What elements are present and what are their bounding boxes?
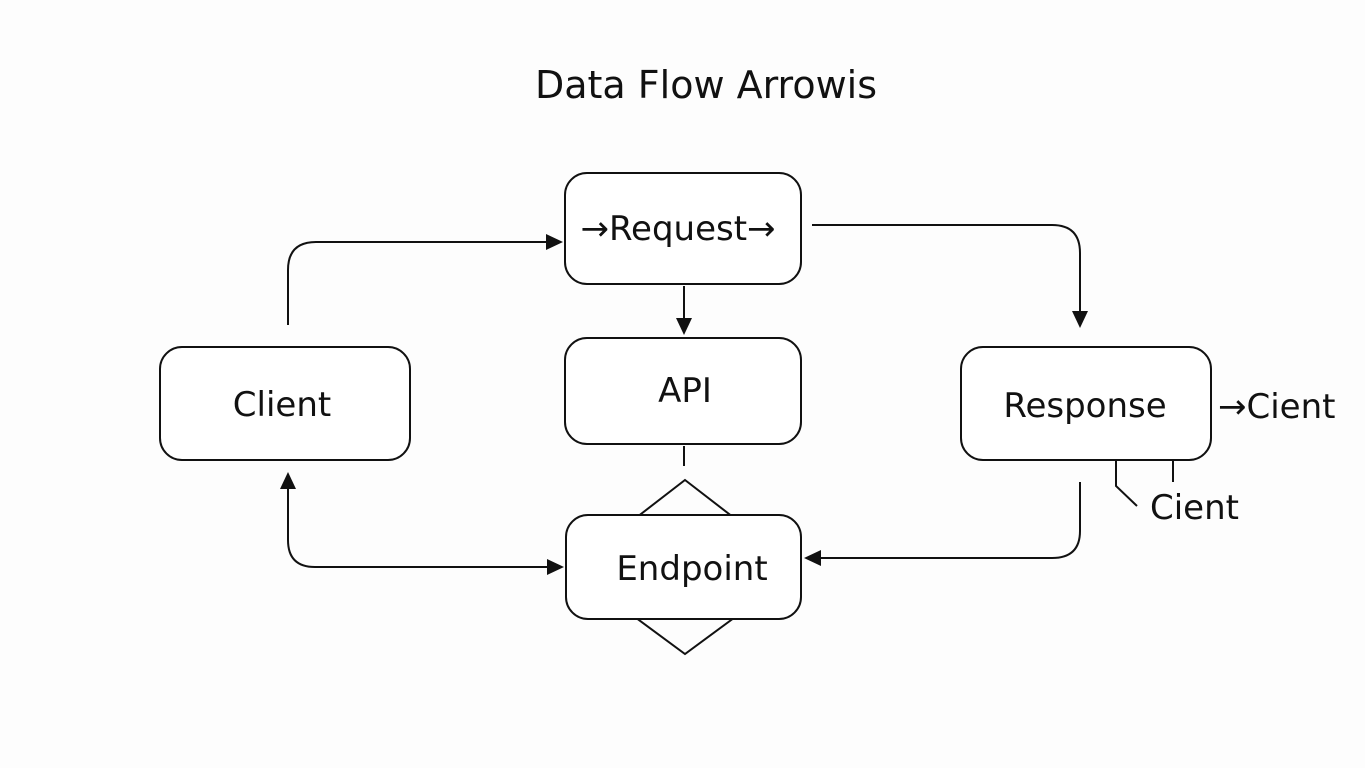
connector-response-to-endpoint bbox=[820, 482, 1081, 559]
endpoint-label: Endpoint bbox=[616, 549, 767, 589]
response-right-annotation: →Cient bbox=[1218, 387, 1335, 427]
diagram-title: Data Flow Arrowis bbox=[535, 63, 877, 107]
response-below-annotation: Cient bbox=[1150, 488, 1239, 528]
arrowhead-request-to-response bbox=[1072, 311, 1088, 328]
arrowhead-client-to-request bbox=[546, 234, 563, 250]
connector-request-to-response bbox=[812, 224, 1081, 312]
arrowhead-to-endpoint-left bbox=[547, 559, 564, 575]
client-label: Client bbox=[233, 385, 331, 425]
client-box bbox=[159, 346, 411, 461]
endpoint-box bbox=[565, 514, 802, 620]
request-label: →Request→ bbox=[580, 209, 775, 249]
arrowhead-to-client bbox=[280, 472, 296, 489]
response-tick-left bbox=[1115, 460, 1138, 507]
node-client: Client bbox=[159, 346, 411, 461]
arrowhead-request-to-api bbox=[676, 318, 692, 335]
api-label: API bbox=[658, 371, 712, 411]
node-request: →Request→ bbox=[564, 172, 802, 285]
response-box bbox=[960, 346, 1212, 461]
request-box bbox=[564, 172, 802, 285]
node-response: Response bbox=[960, 346, 1212, 461]
response-label: Response bbox=[1003, 386, 1166, 426]
node-endpoint: Endpoint bbox=[565, 514, 802, 620]
arrowhead-response-to-endpoint bbox=[804, 550, 821, 566]
connector-endpoint-client bbox=[287, 488, 548, 568]
connector-client-to-request bbox=[287, 241, 548, 325]
node-api: API bbox=[564, 337, 802, 445]
api-box bbox=[564, 337, 802, 445]
